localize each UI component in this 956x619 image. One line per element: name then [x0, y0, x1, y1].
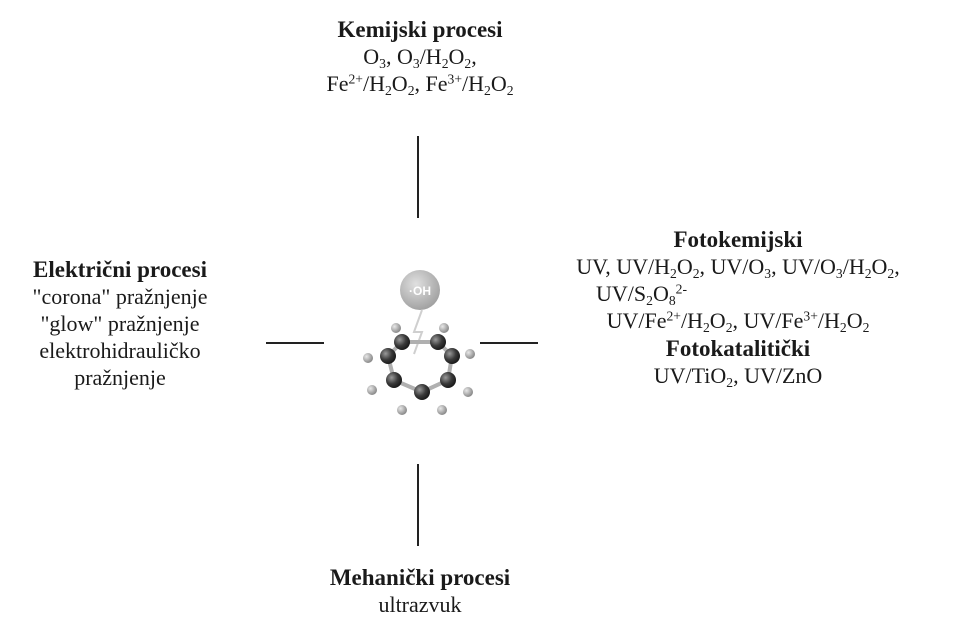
- hydroxyl-radical-molecule: ·OH: [363, 270, 475, 415]
- hydrogen-atoms: [363, 323, 475, 415]
- oh-radical-badge: ·OH: [400, 270, 440, 310]
- connector-bottom: [417, 464, 419, 546]
- electrical-item: pražnjenje: [74, 364, 166, 390]
- connector-left: [266, 342, 324, 344]
- electrical-item: elektrohidrauličko: [39, 337, 201, 363]
- photochemical-line-3: UV/Fe2+/H2O2, UV/Fe3+/H2O2: [606, 307, 870, 335]
- chemical-processes-title: Kemijski procesi: [337, 17, 503, 42]
- connector-right: [480, 342, 538, 344]
- electrical-item: "corona" pražnjenje: [32, 284, 208, 310]
- photo-processes-group: Fotokemijski UV, UV/H2O2, UV/O3, UV/O3/H…: [520, 226, 956, 389]
- carbon-atoms: [380, 334, 460, 400]
- connector-top: [417, 136, 419, 218]
- photocatalytic-title: Fotokatalitički: [665, 335, 811, 361]
- photochemical-line-2: UV/S2O82-: [596, 280, 687, 308]
- photochemical-line-1: UV, UV/H2O2, UV/O3, UV/O3/H2O2,: [576, 254, 900, 281]
- electrical-processes-group: Električni procesi "corona" pražnjenje "…: [0, 256, 240, 391]
- mechanical-processes-title: Mehanički procesi: [329, 565, 511, 590]
- electrical-processes-title: Električni procesi: [33, 257, 207, 282]
- mechanical-item: ultrazvuk: [378, 592, 462, 618]
- lightning-icon: [412, 309, 424, 355]
- mechanical-processes-group: Mehanički procesi ultrazvuk: [250, 564, 590, 619]
- chemical-processes-line-1: O3, O3/H2O2,: [363, 44, 477, 71]
- oh-radical-label: ·OH: [409, 284, 431, 298]
- photochemical-title: Fotokemijski: [673, 227, 803, 252]
- electrical-item: "glow" pražnjenje: [40, 310, 200, 336]
- chemical-processes-group: Kemijski procesi O3, O3/H2O2, Fe2+/H2O2,…: [250, 16, 590, 98]
- photocatalytic-line: UV/TiO2, UV/ZnO: [653, 362, 823, 390]
- chemical-processes-line-2: Fe2+/H2O2, Fe3+/H2O2: [326, 70, 514, 98]
